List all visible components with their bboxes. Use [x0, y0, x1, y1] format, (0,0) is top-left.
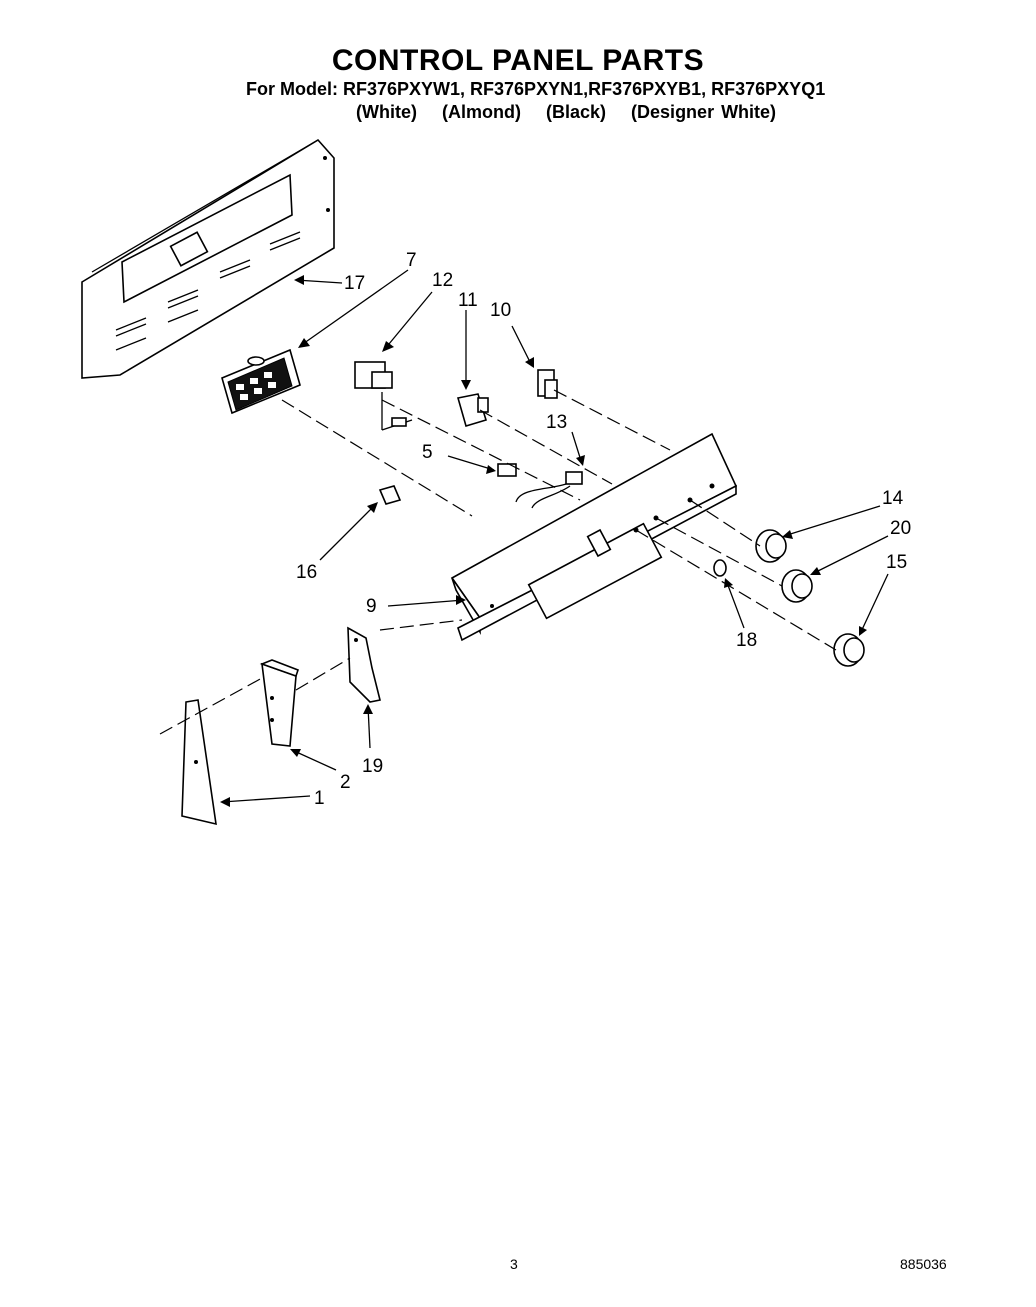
part-20-knob	[781, 569, 813, 603]
callout-13: 13	[546, 412, 567, 433]
part-18-plug	[713, 559, 727, 577]
callout-1: 1	[314, 788, 325, 809]
callout-16: 16	[296, 562, 317, 583]
part-9-console-housing	[450, 432, 738, 642]
part-16-clip	[378, 485, 402, 505]
part-14-knob	[755, 529, 787, 563]
part-7-control-module	[221, 348, 301, 415]
part-11-switch	[456, 393, 489, 427]
part-15-knob	[833, 633, 865, 667]
callout-7: 7	[406, 250, 417, 271]
leader-lines	[220, 269, 889, 807]
callout-labels: 17 7 12 11 10 13 5 16 14 20 15 18 9 19 2…	[296, 250, 911, 809]
callout-11: 11	[458, 290, 478, 311]
callout-19: 19	[362, 756, 383, 777]
callout-10: 10	[490, 300, 511, 321]
callout-12: 12	[432, 270, 453, 291]
color-designer-white: (Designer White)	[631, 102, 777, 122]
page-title: CONTROL PANEL PARTS	[331, 44, 705, 77]
model-list: For Model: RF376PXYW1, RF376PXYN1,RF376P…	[246, 79, 826, 99]
callout-18: 18	[736, 630, 757, 651]
color-white: (White)	[356, 102, 417, 122]
part-5-connector	[497, 463, 517, 477]
part-19-bracket	[347, 626, 381, 703]
color-black: (Black)	[546, 102, 607, 122]
part-17-rear-panel	[81, 138, 335, 379]
part-1-side-trim	[181, 699, 217, 826]
callout-9: 9	[366, 596, 377, 617]
part-13-harness	[515, 471, 583, 509]
color-almond: (Almond)	[442, 102, 521, 122]
part-2-end-cap	[259, 659, 300, 747]
callout-5: 5	[422, 442, 433, 463]
callout-14: 14	[882, 488, 904, 509]
callout-15: 15	[886, 552, 907, 573]
part-12-thermostat	[354, 361, 413, 431]
color-list: (White) (Almond) (Black) (Designer White…	[356, 102, 794, 123]
page-number: 3	[510, 1256, 518, 1272]
callout-2: 2	[340, 772, 351, 793]
document-number: 885036	[900, 1256, 947, 1272]
part-10-switch	[537, 369, 558, 399]
callout-20: 20	[890, 518, 911, 539]
assembly-lines	[159, 389, 837, 735]
callout-17: 17	[344, 273, 365, 294]
